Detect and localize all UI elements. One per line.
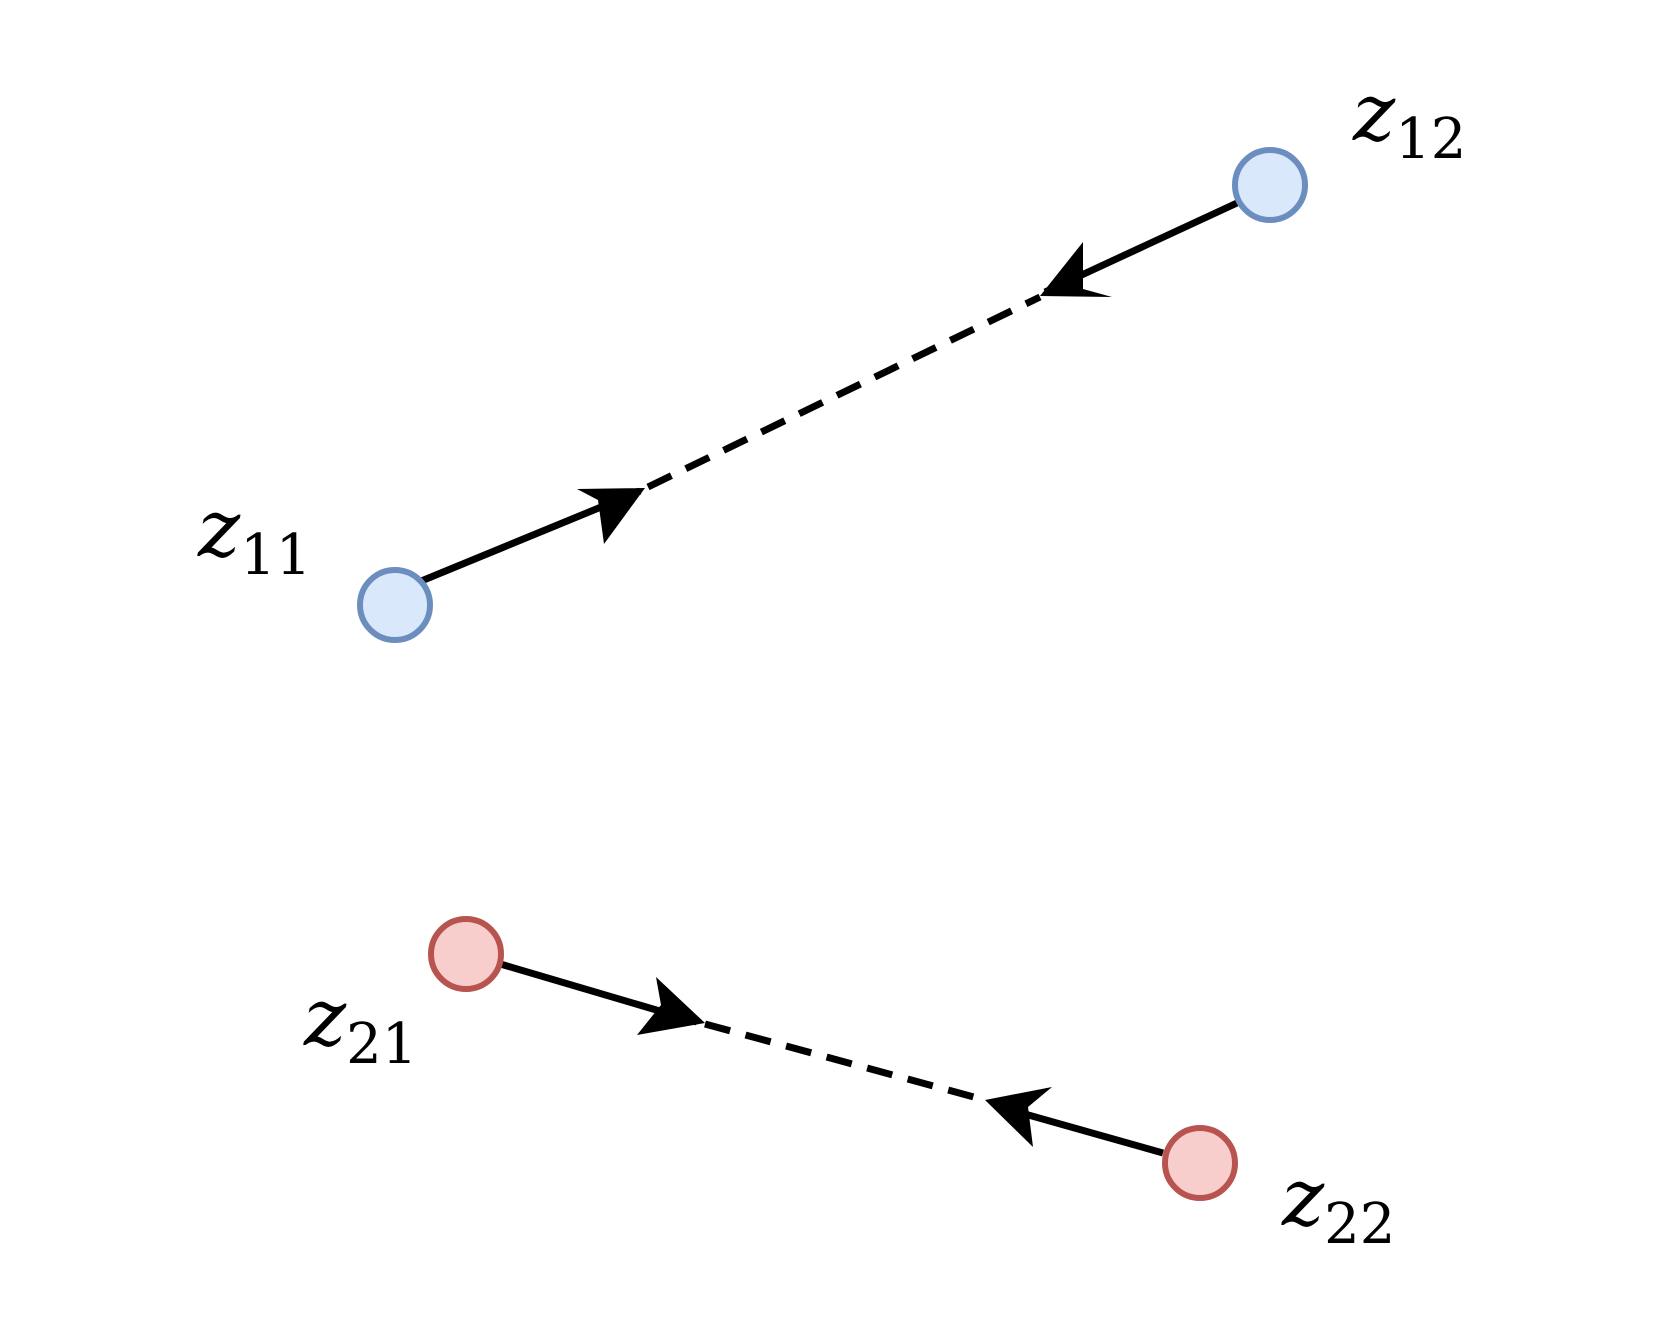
- label-z22: z22: [1281, 1151, 1395, 1257]
- label-z11: z11: [197, 482, 311, 588]
- dashed-link-red: [704, 1020, 986, 1104]
- dashed-link-blue: [646, 293, 1042, 491]
- arrowhead-icon: [637, 977, 705, 1035]
- node-z11[interactable]: [357, 567, 433, 643]
- label-z21: z21: [303, 971, 417, 1077]
- arrowhead-icon: [1040, 242, 1112, 297]
- edge-z21-to-z22: [496, 959, 705, 1035]
- edge-z12-to-z11: [1040, 199, 1239, 297]
- edge-z11-to-z12: [395, 487, 645, 595]
- node-z12[interactable]: [1232, 147, 1308, 223]
- label-z12: z12: [1352, 66, 1466, 172]
- node-z21[interactable]: [428, 916, 504, 992]
- arrowhead-icon: [577, 488, 645, 544]
- edge-z22-to-z21: [985, 1087, 1164, 1157]
- arrowhead-icon: [985, 1087, 1052, 1147]
- node-z22[interactable]: [1162, 1125, 1238, 1201]
